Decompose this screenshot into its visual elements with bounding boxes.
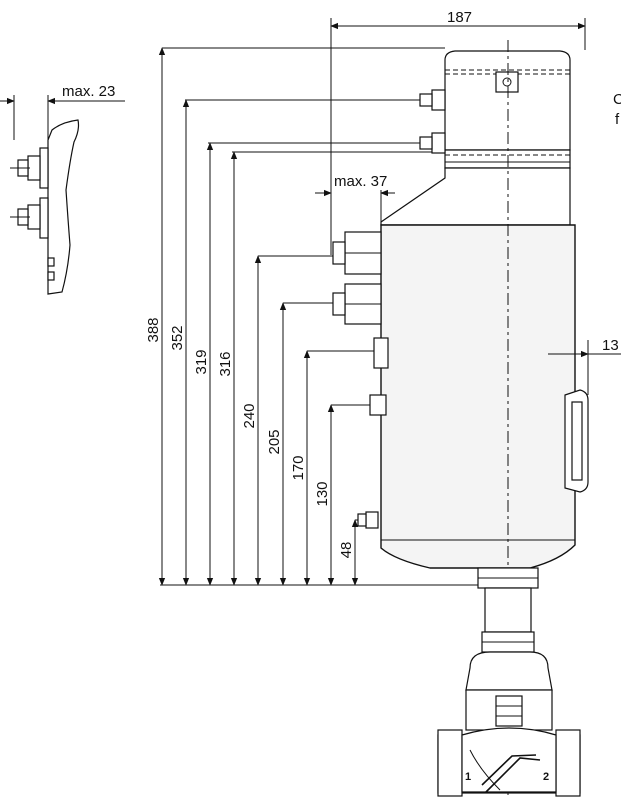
height-170-label: 170: [290, 455, 307, 480]
dimension-width-187: 187: [330, 9, 586, 255]
side-max-label: max. 23: [62, 83, 115, 100]
width-187-label: 187: [447, 9, 472, 26]
cut-text-line1: C: [613, 91, 621, 108]
height-205-label: 205: [266, 429, 283, 454]
height-240-label: 240: [241, 403, 258, 428]
height-dimensions: 388 352 319 316 240 205 170 130 48: [145, 47, 445, 586]
valve-body: 1 2: [437, 651, 581, 797]
height-316-label: 316: [217, 351, 234, 376]
height-130-label: 130: [314, 481, 331, 506]
port-2-label: 2: [543, 771, 549, 783]
actuator-top-housing: [185, 50, 571, 169]
side-detail-view: max. 23: [0, 83, 125, 295]
height-352-label: 352: [169, 325, 186, 350]
height-48-label: 48: [338, 542, 355, 559]
cable-max-label: max. 37: [334, 173, 387, 190]
offset-13-label: 13: [602, 337, 619, 354]
actuator-main-body: [380, 40, 589, 795]
height-319-label: 319: [193, 349, 210, 374]
cut-text-line2: f: [615, 111, 620, 128]
dimension-offset-13: 13: [548, 337, 621, 395]
port-1-label: 1: [465, 771, 471, 783]
valve-neck: [477, 567, 539, 653]
height-388-label: 388: [145, 317, 162, 342]
dimension-cable-max: max. 37: [315, 173, 395, 222]
cable-glands: [332, 231, 389, 529]
